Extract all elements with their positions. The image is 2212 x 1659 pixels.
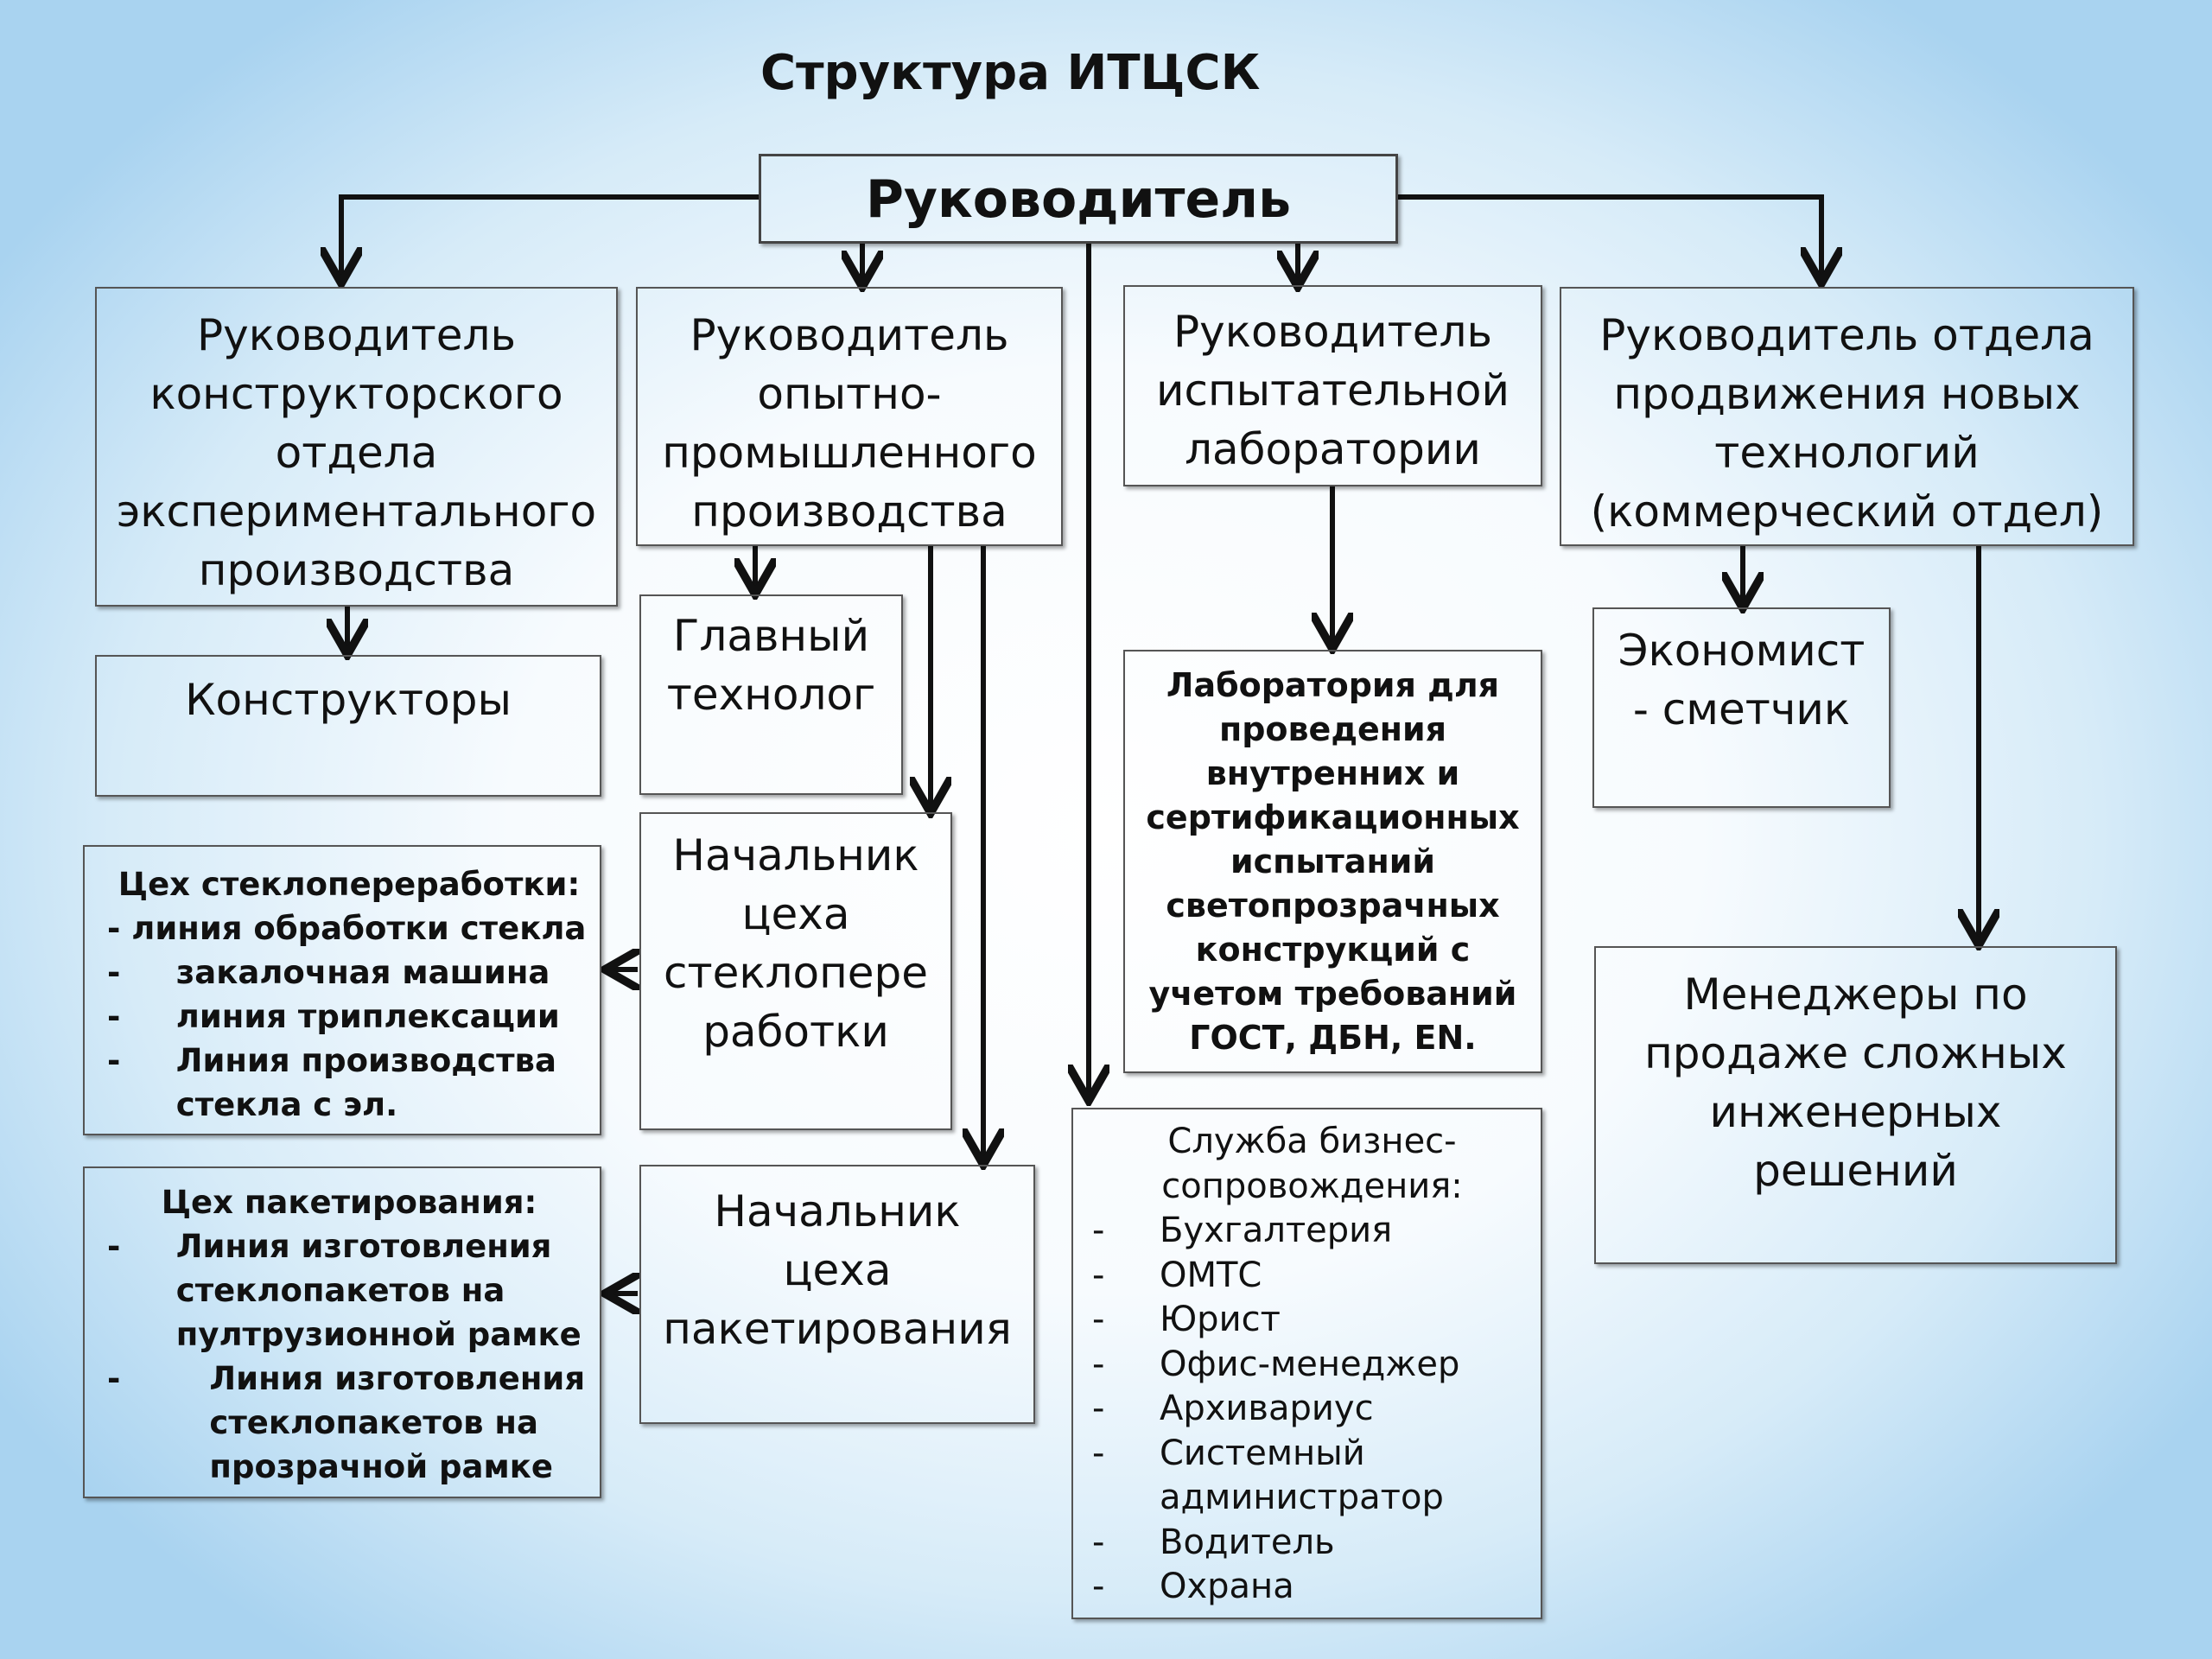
dept-marketing-label: Руководитель отдела продвижения новых те… bbox=[1590, 310, 2104, 537]
list-item: - Линия изготовления стеклопакетов на пр… bbox=[107, 1357, 591, 1489]
managers-label: Менеджеры по продаже сложных инженерных … bbox=[1644, 969, 2067, 1196]
list-item: - Охрана bbox=[1092, 1565, 1532, 1610]
designers-label: Конструкторы bbox=[185, 675, 512, 725]
list-item: - Системный администратор bbox=[1092, 1432, 1532, 1521]
list-bullet: - bbox=[1092, 1567, 1105, 1606]
list-item-text: Водитель bbox=[1160, 1522, 1335, 1562]
list-bullet: - bbox=[1092, 1255, 1105, 1295]
arrow-head-to-marketing bbox=[1398, 194, 1821, 278]
list-item: - линия триплексации bbox=[107, 995, 591, 1039]
list-item-text: Системный администратор bbox=[1160, 1433, 1444, 1518]
list-bullet: - bbox=[1092, 1433, 1105, 1473]
list-item: - линия обработки стекла bbox=[107, 906, 591, 950]
business-service-heading: Служба бизнес- сопровождения: bbox=[1161, 1122, 1463, 1206]
list-bullet: - bbox=[107, 998, 176, 1035]
head-box: Руководитель ИТЦСК bbox=[759, 154, 1398, 244]
list-item-text: Линия изготовления стеклопакетов на проз… bbox=[209, 1360, 586, 1485]
packaging-workshop-list: - Линия изготовления стеклопакетов на пу… bbox=[107, 1224, 591, 1489]
list-item-text: линия триплексации bbox=[175, 998, 560, 1035]
economist-label: Экономист - сметчик bbox=[1618, 626, 1866, 734]
chief-technologist-label: Главный технолог bbox=[666, 611, 876, 720]
list-item: - Офис-менеджер bbox=[1092, 1343, 1532, 1388]
list-item-text: ОМТС bbox=[1160, 1255, 1262, 1295]
business-service-list: - Бухгалтерия - ОМТС - Юрист - Офис-менеджер - Ар… bbox=[1092, 1209, 1532, 1610]
list-bullet: - bbox=[1092, 1389, 1105, 1428]
economist-box: Экономист - сметчик bbox=[1592, 607, 1891, 808]
list-item-text: Юрист bbox=[1160, 1300, 1281, 1339]
list-item-text: Охрана bbox=[1160, 1567, 1294, 1606]
business-service-box: Служба бизнес- сопровождения: - Бухгалтер… bbox=[1071, 1108, 1542, 1619]
packaging-head-label: Начальник цеха пакетирования bbox=[663, 1186, 1012, 1354]
dept-pilot-label: Руководитель опытно- промышленного произ… bbox=[662, 310, 1037, 537]
list-bullet: - bbox=[1092, 1522, 1105, 1562]
dept-design-label: Руководитель конструкторского отдела экс… bbox=[116, 310, 597, 595]
list-item-text: Офис-менеджер bbox=[1160, 1344, 1460, 1384]
list-item-text: Линия изготовления стеклопакетов на пулт… bbox=[175, 1228, 582, 1353]
dept-lab-box: Руководитель испытательной лаборатории bbox=[1123, 285, 1542, 486]
list-item: - закалочная машина bbox=[107, 950, 591, 995]
list-item-text: закалочная машина bbox=[175, 954, 550, 991]
dept-lab-label: Руководитель испытательной лаборатории bbox=[1155, 307, 1510, 474]
arrow-head-to-design bbox=[341, 194, 759, 278]
list-item: - Юрист bbox=[1092, 1298, 1532, 1343]
list-bullet: - bbox=[107, 1042, 176, 1079]
packaging-workshop-box: Цех пакетирования: - Линия изготовления … bbox=[83, 1166, 601, 1498]
list-item: - Архивариус bbox=[1092, 1387, 1532, 1432]
page-title: Структура ИТЦСК bbox=[760, 45, 1261, 101]
list-item-text: Бухгалтерия bbox=[1160, 1211, 1393, 1250]
glass-workshop-box: Цех стеклопереработки: - линия обработки… bbox=[83, 845, 601, 1135]
list-item-text: Архивариус bbox=[1160, 1389, 1374, 1428]
list-item: - Линия изготовления стеклопакетов на пу… bbox=[107, 1224, 591, 1357]
glass-workshop-heading: Цех стеклопереработки: bbox=[118, 866, 581, 903]
list-item: - Бухгалтерия bbox=[1092, 1209, 1532, 1254]
list-bullet: - bbox=[1092, 1344, 1105, 1384]
list-bullet: - bbox=[1092, 1211, 1105, 1250]
list-item: - Линия производства стекла с эл. обогре… bbox=[107, 1039, 591, 1134]
chief-technologist-box: Главный технолог bbox=[639, 594, 903, 795]
packaging-head-box: Начальник цеха пакетирования bbox=[639, 1165, 1035, 1424]
laboratory-box: Лаборатория для проведения внутренних и … bbox=[1123, 650, 1542, 1073]
laboratory-label: Лаборатория для проведения внутренних и … bbox=[1146, 666, 1520, 1057]
glass-workshop-list: - линия обработки стекла - закалочная ма… bbox=[107, 906, 591, 1134]
designers-box: Конструкторы bbox=[95, 655, 601, 797]
list-bullet: - bbox=[1092, 1300, 1105, 1339]
list-item: - Водитель bbox=[1092, 1521, 1532, 1566]
list-bullet: - bbox=[107, 954, 176, 991]
list-item-text: Линия производства стекла с эл. обогрево… bbox=[175, 1042, 556, 1134]
list-item: - ОМТС bbox=[1092, 1254, 1532, 1299]
list-bullet: - bbox=[107, 910, 132, 947]
packaging-workshop-heading: Цех пакетирования: bbox=[161, 1184, 537, 1221]
head-label: Руководитель ИТЦСК bbox=[865, 169, 1292, 230]
list-bullet: - bbox=[107, 1228, 176, 1265]
list-item-text: линия обработки стекла bbox=[131, 910, 587, 947]
managers-box: Менеджеры по продаже сложных инженерных … bbox=[1594, 946, 2117, 1264]
dept-design-box: Руководитель конструкторского отдела экс… bbox=[95, 287, 618, 607]
dept-marketing-box: Руководитель отдела продвижения новых те… bbox=[1560, 287, 2134, 546]
glass-processing-head-label: Начальник цеха стеклопере работки bbox=[663, 830, 929, 1057]
glass-processing-head-box: Начальник цеха стеклопере работки bbox=[639, 812, 952, 1130]
dept-pilot-box: Руководитель опытно- промышленного произ… bbox=[636, 287, 1063, 546]
list-bullet: - bbox=[107, 1360, 210, 1397]
